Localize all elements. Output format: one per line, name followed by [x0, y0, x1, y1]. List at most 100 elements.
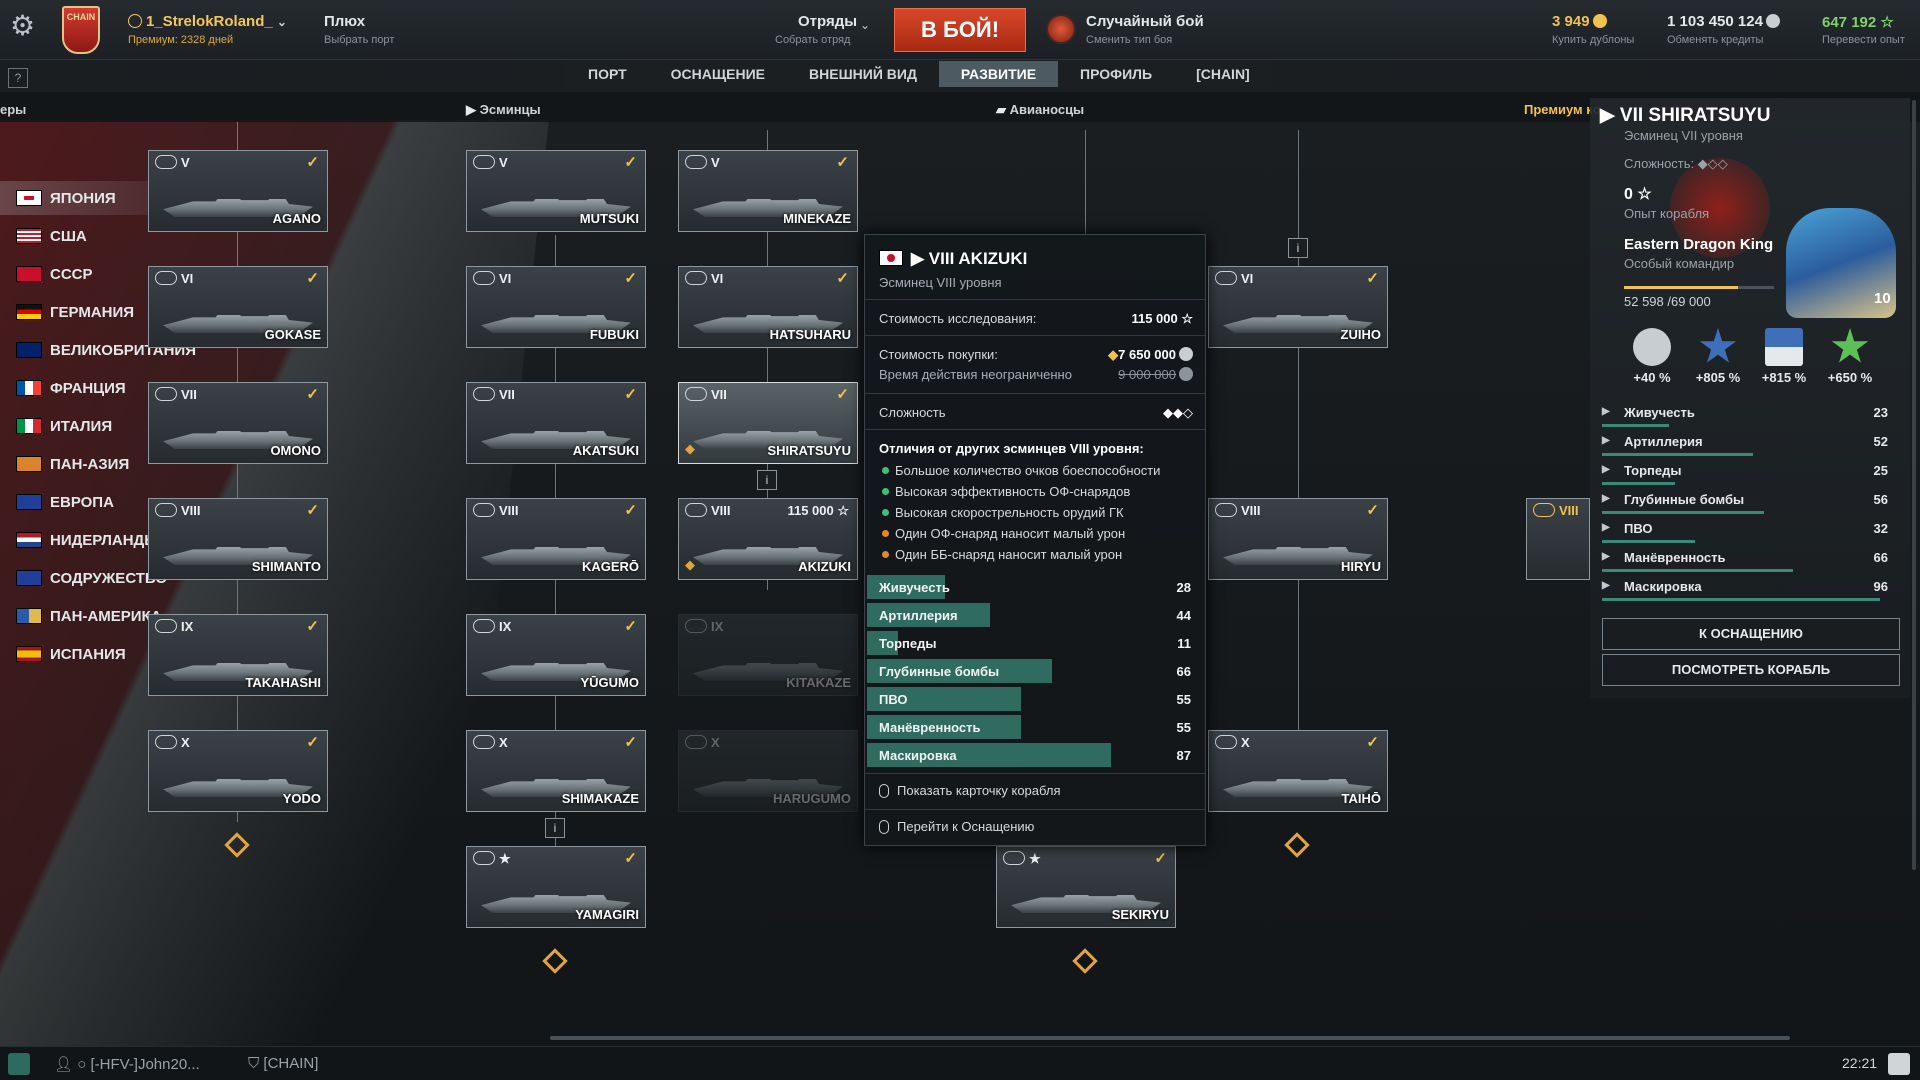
- clan-emblem[interactable]: CHAIN: [62, 6, 100, 54]
- tree-scrollbar[interactable]: [550, 1036, 1790, 1040]
- ship-card[interactable]: IX✓TAKAHASHI: [148, 614, 328, 696]
- clan-name: [CHAIN]: [263, 1055, 319, 1072]
- stat-label: Артиллерия: [879, 608, 958, 623]
- info-button[interactable]: i: [757, 470, 777, 490]
- chat-icon[interactable]: [8, 1053, 30, 1075]
- france-flag-icon: [16, 380, 42, 396]
- bonus-commander[interactable]: +815 %: [1756, 328, 1812, 385]
- ship-card[interactable]: VIII✓KAGERŌ: [466, 498, 646, 580]
- chevron-down-icon[interactable]: ⌄: [276, 15, 287, 29]
- free-xp-value: 647 192: [1822, 14, 1877, 31]
- division-button[interactable]: Отряды: [798, 13, 858, 30]
- chevron-down-icon[interactable]: ⌄: [860, 18, 871, 32]
- ship-tier: IX: [473, 619, 511, 634]
- notification-bell-icon[interactable]: [1888, 1053, 1910, 1075]
- info-button[interactable]: i: [545, 818, 565, 838]
- ship-card[interactable]: VI✓ZUIHO: [1208, 266, 1388, 348]
- tab-equipment[interactable]: ОСНАЩЕНИЕ: [648, 61, 788, 87]
- nation-spain[interactable]: ИСПАНИЯ: [0, 637, 190, 671]
- bonus-xp[interactable]: +805 %: [1690, 328, 1746, 385]
- view-ship-button[interactable]: ПОСМОТРЕТЬ КОРАБЛЬ: [1602, 654, 1900, 686]
- nation-italy[interactable]: ИТАЛИЯ: [0, 409, 190, 443]
- ship-card[interactable]: X✓SHIMAKAZE: [466, 730, 646, 812]
- nation-commonwealth[interactable]: СОДРУЖЕСТВО: [0, 561, 190, 595]
- ship-card[interactable]: VII✓◆SHIRATSUYU: [678, 382, 858, 464]
- random-battle-icon[interactable]: [1046, 14, 1076, 44]
- ship-card[interactable]: VIII✓HIRYU: [1208, 498, 1388, 580]
- researched-check-icon: ✓: [1366, 734, 1379, 751]
- nation-netherlands[interactable]: НИДЕРЛАНДЫ: [0, 523, 190, 557]
- ship-name: HATSUHARU: [769, 327, 851, 342]
- ship-card[interactable]: V✓AGANO: [148, 150, 328, 232]
- nation-usa[interactable]: США: [0, 219, 190, 253]
- tab-clan[interactable]: [CHAIN]: [1174, 61, 1272, 87]
- tab-appearance[interactable]: ВНЕШНИЙ ВИД: [787, 61, 939, 87]
- ship-name: TAIHŌ: [1341, 791, 1381, 806]
- tab-profile[interactable]: ПРОФИЛЬ: [1058, 61, 1175, 87]
- battle-button[interactable]: В БОЙ!: [894, 8, 1026, 52]
- nation-pan-america[interactable]: ПАН-АМЕРИКА: [0, 599, 190, 633]
- premium-ship-card[interactable]: VIII: [1526, 498, 1590, 580]
- doubloons[interactable]: 3 949: [1552, 13, 1607, 30]
- port-selector[interactable]: Плюх: [324, 13, 366, 30]
- ship-tier: VI: [685, 271, 723, 286]
- bonus-freexp[interactable]: +650 %: [1822, 328, 1878, 385]
- go-to-equipment[interactable]: Перейти к Оснащению: [879, 819, 1219, 834]
- help-button[interactable]: ?: [8, 68, 28, 88]
- bonus-credits[interactable]: +40 %: [1624, 328, 1680, 385]
- ship-card[interactable]: VII✓AKATSUKI: [466, 382, 646, 464]
- gear-icon[interactable]: ⚙: [10, 10, 36, 41]
- difference-item: Высокая эффективность ОФ-снарядов: [865, 484, 1205, 499]
- show-ship-card[interactable]: Показать карточку корабля: [879, 783, 1219, 798]
- ship-class-icon: [685, 735, 707, 749]
- ship-card[interactable]: V✓MINEKAZE: [678, 150, 858, 232]
- tab-tech-tree[interactable]: РАЗВИТИЕ: [938, 61, 1059, 87]
- battle-mode[interactable]: Случайный бой: [1086, 13, 1204, 30]
- ship-card[interactable]: ★✓YAMAGIRI: [466, 846, 646, 928]
- ship-card[interactable]: VI✓HATSUHARU: [678, 266, 858, 348]
- commander-portrait[interactable]: [1786, 208, 1896, 318]
- nation-france[interactable]: ФРАНЦИЯ: [0, 371, 190, 405]
- clan-link[interactable]: ⛉ [CHAIN]: [248, 1055, 318, 1072]
- credits[interactable]: 1 103 450 124: [1667, 13, 1780, 30]
- commander-name[interactable]: Eastern Dragon King: [1624, 236, 1774, 253]
- player-status[interactable]: 👤︎ ○ [-HFV-]John20...: [54, 1056, 200, 1073]
- ship-card[interactable]: X✓YODO: [148, 730, 328, 812]
- panel-scrollbar[interactable]: [1912, 100, 1916, 870]
- doubloons-sub: Купить дублоны: [1552, 34, 1635, 46]
- info-button[interactable]: i: [1288, 238, 1308, 258]
- go-to-equipment-button[interactable]: К ОСНАЩЕНИЮ: [1602, 618, 1900, 650]
- tab-port[interactable]: ПОРТ: [566, 61, 649, 87]
- ship-card[interactable]: VI✓FUBUKI: [466, 266, 646, 348]
- nation-label: ПАН-АЗИЯ: [50, 455, 130, 473]
- ship-card[interactable]: ★✓SEKIRYU: [996, 846, 1176, 928]
- nation-pan-asia[interactable]: ПАН-АЗИЯ: [0, 447, 190, 481]
- researched-check-icon: ✓: [624, 502, 637, 519]
- ship-card[interactable]: X✓TAIHŌ: [1208, 730, 1388, 812]
- netherlands-flag-icon: [16, 532, 42, 548]
- ship-tier: IX: [155, 619, 193, 634]
- research-cost-label: Стоимость исследования:: [879, 311, 1037, 326]
- ship-card[interactable]: VII✓OMONO: [148, 382, 328, 464]
- ship-card[interactable]: IX✓YŪGUMO: [466, 614, 646, 696]
- player-name: [-HFV-]John20...: [90, 1056, 200, 1073]
- ship-card[interactable]: VI✓GOKASE: [148, 266, 328, 348]
- ship-tier: X: [155, 735, 190, 750]
- nation-ussr[interactable]: СССР: [0, 257, 190, 291]
- username[interactable]: 1_StrelokRoland_ ⌄: [128, 13, 287, 30]
- ship-card[interactable]: VIII✓SHIMANTO: [148, 498, 328, 580]
- nation-europe[interactable]: ЕВРОПА: [0, 485, 190, 519]
- nation-germany[interactable]: ГЕРМАНИЯ: [0, 295, 190, 329]
- ship-card[interactable]: V✓MUTSUKI: [466, 150, 646, 232]
- free-xp[interactable]: 647 192 ☆: [1822, 13, 1894, 31]
